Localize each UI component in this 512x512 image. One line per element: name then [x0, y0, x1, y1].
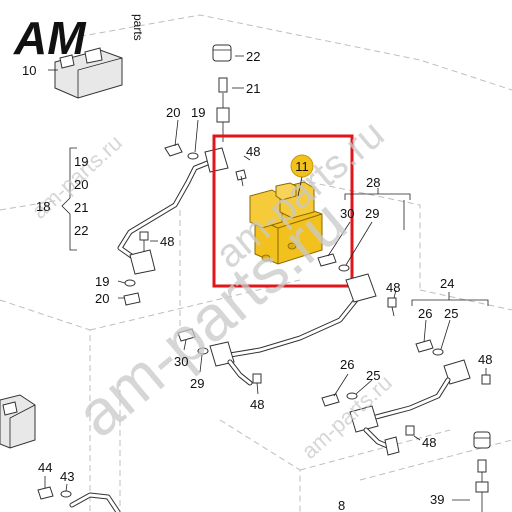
part-22-cap	[212, 44, 244, 62]
part-22-cap-lower	[473, 431, 491, 449]
bolt-48-mid-right	[387, 289, 397, 317]
label-10: 10	[22, 63, 36, 78]
label-48-top: 48	[246, 144, 260, 159]
label-21-list: 21	[74, 200, 88, 215]
label-19-list: 19	[74, 154, 88, 169]
part-25-ring-right	[432, 319, 451, 356]
label-20-left: 20	[95, 291, 109, 306]
part-25-ring-lower	[346, 379, 373, 400]
label-43: 43	[60, 469, 74, 484]
part-21-bolt	[218, 77, 244, 115]
brake-line-middle	[209, 273, 377, 386]
label-48-mid-right: 48	[386, 280, 400, 295]
label-29-lower: 29	[190, 376, 204, 391]
label-22-top: 22	[246, 49, 260, 64]
logo-suffix: parts	[131, 14, 145, 41]
label-20-top: 20	[166, 105, 180, 120]
label-44: 44	[38, 460, 52, 475]
label-48-lower-mid: 48	[250, 397, 264, 412]
bolt-48-top	[235, 155, 251, 187]
highlight-box-part-11: 11	[212, 134, 373, 288]
label-39: 39	[430, 492, 444, 507]
group-18-bracket	[61, 147, 77, 251]
bolt-48-left	[139, 231, 158, 252]
part-44-clip	[37, 476, 54, 500]
label-48-left: 48	[160, 234, 174, 249]
group-28-bracket	[344, 188, 411, 200]
bolt-48-lower-mid	[252, 373, 262, 395]
part-21-bolt-lower	[475, 459, 489, 512]
part-43-ring	[60, 483, 72, 498]
part-26-clip-lower	[321, 373, 349, 407]
part-29-ring-upper	[338, 264, 350, 272]
label-19-top: 19	[191, 105, 205, 120]
label-22-list: 22	[74, 223, 88, 238]
brake-line-right	[349, 359, 471, 456]
label-48-right: 48	[478, 352, 492, 367]
part-11-valve-block	[249, 181, 323, 265]
part-11-label: 11	[295, 159, 309, 174]
label-25-right: 25	[444, 306, 458, 321]
label-24: 24	[440, 276, 454, 291]
label-30-upper: 30	[340, 206, 354, 221]
part-labels: 22 21 10 20 19 48 18 19 20 21 22 48 19 2…	[22, 49, 492, 512]
logo-letters: AM	[13, 12, 87, 64]
part-20-clip-top	[164, 119, 183, 157]
label-29-upper: 29	[365, 206, 379, 221]
part-30-clip-lower	[177, 328, 196, 351]
label-19-left: 19	[95, 274, 109, 289]
label-20-list: 20	[74, 177, 88, 192]
label-28: 28	[366, 175, 380, 190]
bolt-48-right	[481, 368, 491, 385]
part-26-clip-right	[415, 319, 434, 353]
part-20-clip-left	[118, 292, 141, 306]
watermark-2: am-parts.ru	[63, 185, 360, 450]
part-19-ring-top	[187, 119, 199, 160]
am-parts-logo: AM parts	[13, 12, 145, 64]
part-19-ring-left	[117, 279, 136, 287]
label-18: 18	[36, 199, 50, 214]
bottom-left-module	[0, 394, 36, 449]
brake-line-left	[117, 147, 229, 275]
group-24-bracket	[411, 292, 489, 306]
label-48-lower-right: 48	[422, 435, 436, 450]
label-26-lower: 26	[340, 357, 354, 372]
part-10-module	[48, 47, 123, 99]
label-26-right: 26	[418, 306, 432, 321]
part-19-fitting-top	[216, 107, 230, 142]
label-21-top: 21	[246, 81, 260, 96]
brake-line-bottom	[69, 492, 121, 512]
label-8: 8	[338, 498, 345, 512]
label-25-lower: 25	[366, 368, 380, 383]
bolt-48-lower-right	[405, 425, 421, 441]
part-29-ring-lower	[197, 347, 209, 373]
label-30-lower: 30	[174, 354, 188, 369]
